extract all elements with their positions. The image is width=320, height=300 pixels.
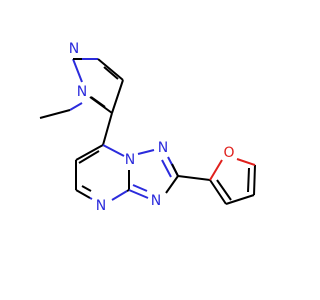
svg-text:N: N bbox=[151, 193, 161, 209]
bond-c7-c6 bbox=[75, 144, 104, 161]
bond-furan-c3-c4 bbox=[225, 194, 255, 205]
atom-o-furan: O bbox=[223, 145, 234, 161]
svg-text:N: N bbox=[158, 140, 168, 156]
bond-c5-n2-double bbox=[90, 96, 106, 108]
bond-n1-n2 bbox=[72, 58, 83, 83]
svg-text:O: O bbox=[223, 145, 234, 161]
bond-n8-n1t bbox=[137, 149, 155, 155]
bond-furan-c2-c3 bbox=[209, 179, 227, 205]
bond-c5p-n4 bbox=[75, 189, 91, 199]
atom-n-pyrimidine-bridge: N bbox=[125, 152, 135, 168]
bond-furan-c2-c3-double bbox=[216, 179, 232, 201]
bond-ch-ch bbox=[97, 58, 124, 81]
bond-c3a-c3a bbox=[126, 189, 130, 192]
bond-c2-furan bbox=[177, 175, 211, 181]
atom-n-pyrimidine: N bbox=[96, 198, 106, 214]
bond-furan-o-c2 bbox=[209, 159, 223, 181]
bond-n1t-c2-b bbox=[171, 163, 179, 177]
bond-ch-ch-double bbox=[103, 66, 119, 80]
bond-c2-n3t bbox=[165, 175, 179, 194]
bond-furan-c4-c5 bbox=[253, 164, 256, 196]
molecule-diagram: N N N N N N O bbox=[39, 41, 256, 214]
bond-furan-c4-c5-double bbox=[247, 167, 250, 193]
bond-c5p-n4-n bbox=[89, 197, 93, 200]
bond-n1t-c2-double bbox=[161, 159, 172, 178]
bond-n8-c7 bbox=[102, 144, 125, 157]
svg-text:N: N bbox=[77, 84, 87, 100]
bond-furan-c5-o bbox=[236, 158, 256, 166]
bond-n2-methyl bbox=[69, 102, 83, 111]
atom-n2: N bbox=[77, 84, 87, 100]
bond-c5-c7 bbox=[102, 112, 113, 146]
bond-n3t-c3a bbox=[128, 189, 149, 199]
atom-n-triazole-top: N bbox=[158, 140, 168, 156]
svg-text:N: N bbox=[96, 198, 106, 214]
bond-ch-c5 bbox=[111, 79, 124, 114]
atom-n-triazole-bottom: N bbox=[151, 193, 161, 209]
svg-text:N: N bbox=[69, 41, 79, 57]
bond-c7-c6-double bbox=[78, 150, 100, 164]
bond-n3t-c3a-double bbox=[132, 184, 148, 192]
bond-methyl bbox=[39, 109, 71, 119]
svg-text:N: N bbox=[125, 152, 135, 168]
atom-n1: N bbox=[69, 41, 79, 57]
bond-c5p-n4-double bbox=[81, 185, 92, 192]
bond-n4-c3a bbox=[111, 190, 128, 201]
